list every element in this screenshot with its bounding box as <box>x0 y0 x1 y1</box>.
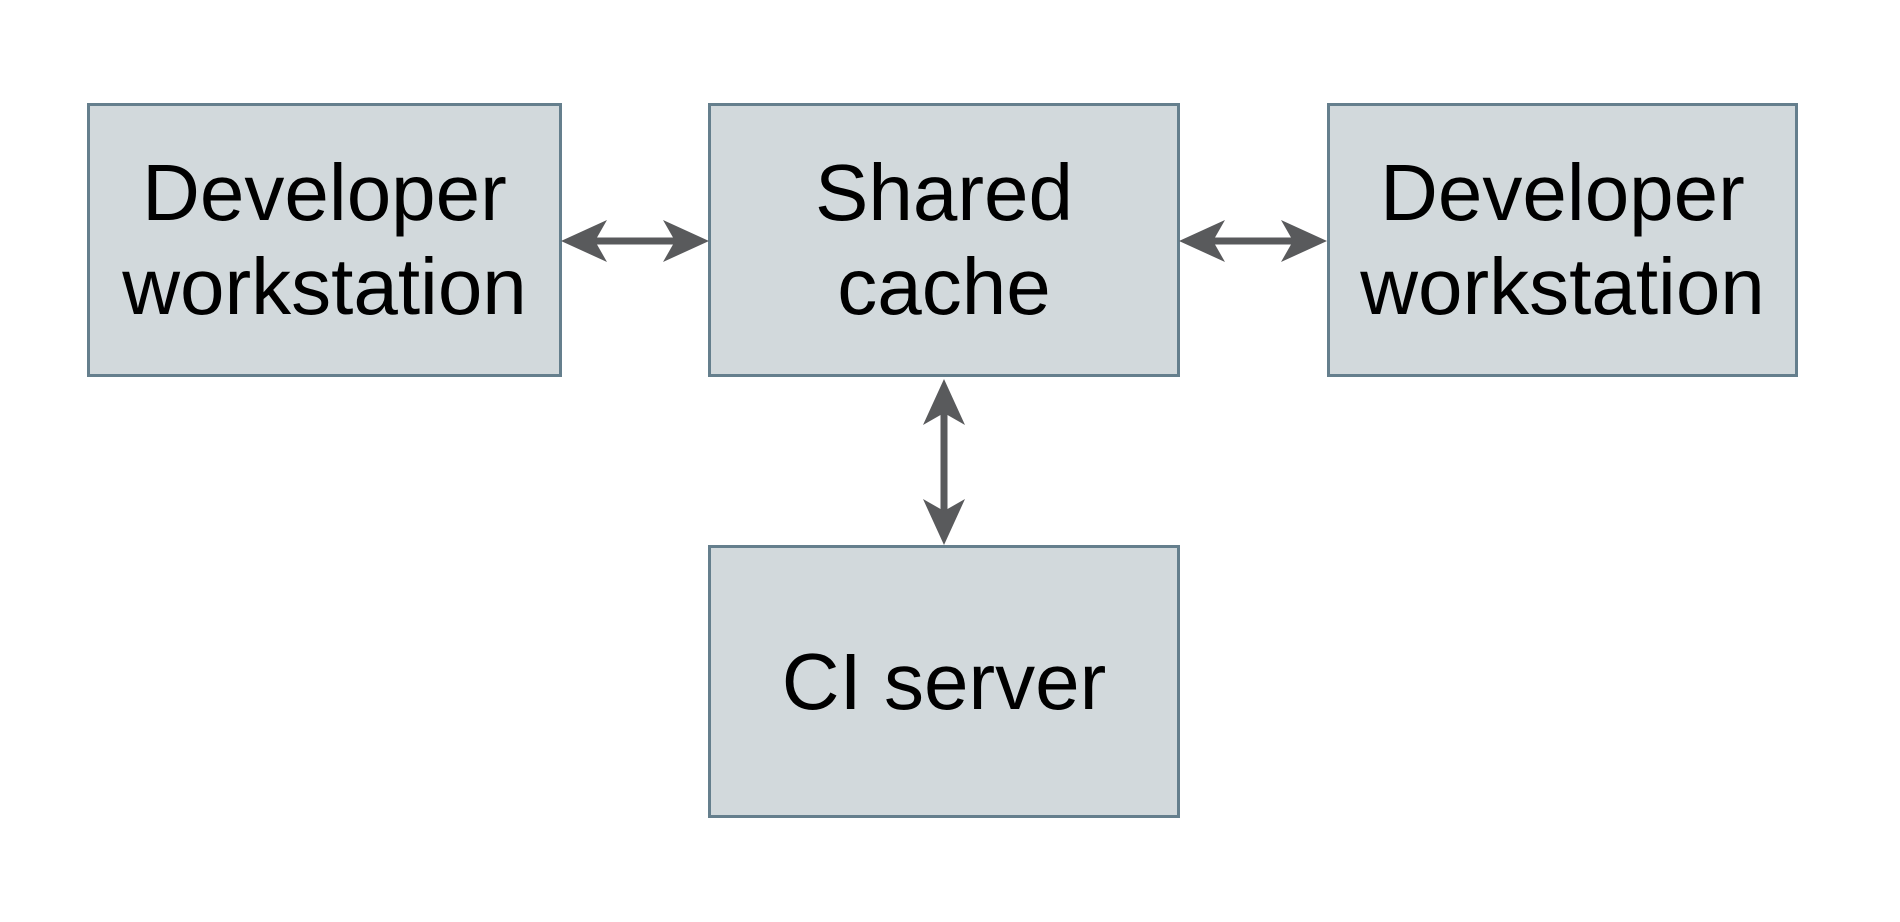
node-label: CI server <box>782 635 1107 729</box>
node-label-line: CI server <box>781 636 1107 726</box>
node-label: Developer workstation <box>122 146 527 334</box>
node-ci-server: CI server <box>708 545 1180 818</box>
node-developer-workstation-right: Developer workstation <box>1327 103 1798 377</box>
bidirectional-arrow-icon <box>923 379 965 545</box>
node-label-line: workstation <box>1360 242 1765 331</box>
node-label-line: workstation <box>122 242 527 331</box>
node-label-line: Shared <box>815 148 1073 237</box>
node-label: Shared cache <box>815 146 1073 334</box>
bidirectional-arrow-icon <box>1179 220 1327 262</box>
node-label: Developer workstation <box>1360 146 1765 334</box>
node-label-line: Developer <box>1380 148 1745 237</box>
node-label-line: Developer <box>142 148 507 237</box>
bidirectional-arrow-icon <box>561 220 709 262</box>
node-developer-workstation-left: Developer workstation <box>87 103 562 377</box>
node-label-line: cache <box>837 242 1051 331</box>
node-shared-cache: Shared cache <box>708 103 1180 377</box>
